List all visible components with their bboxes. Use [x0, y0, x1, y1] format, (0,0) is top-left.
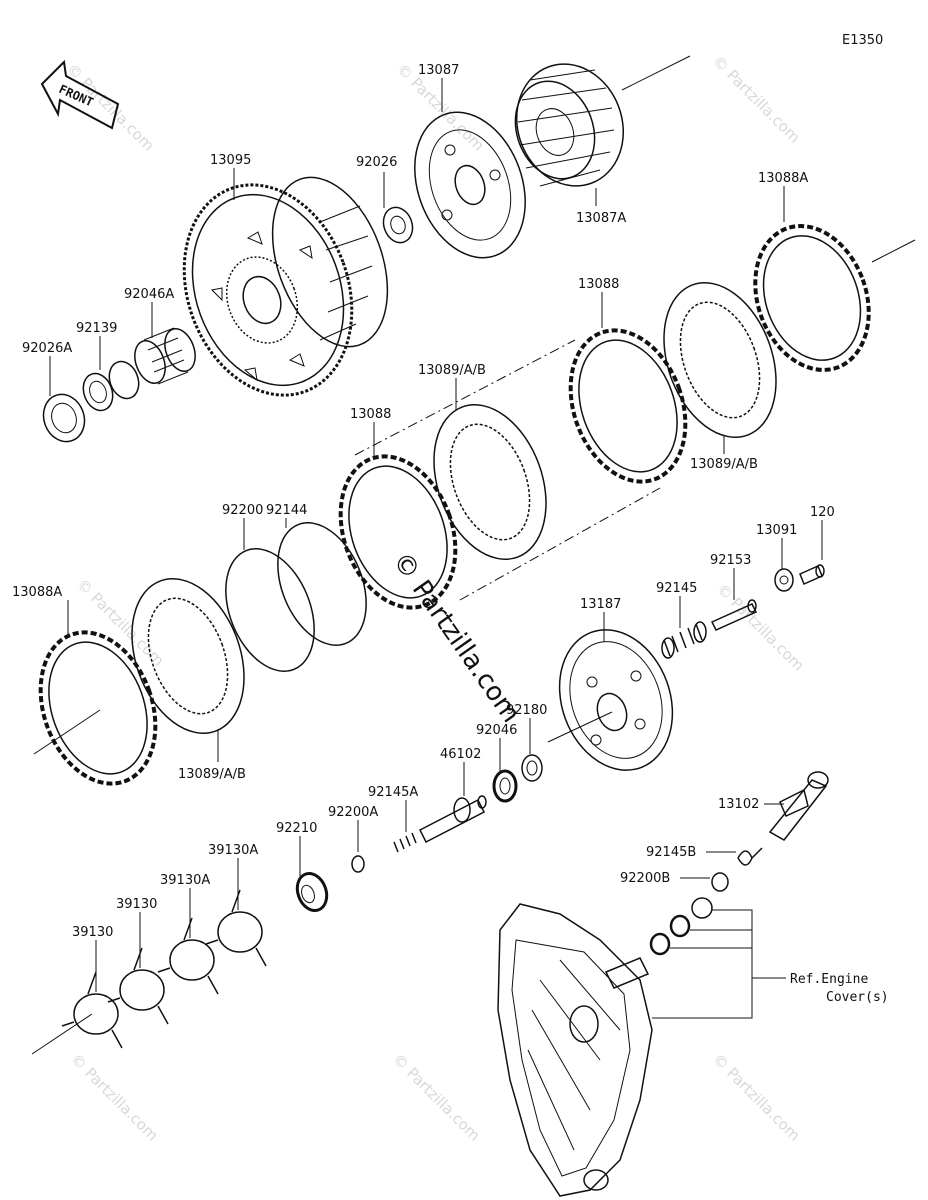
part-39130-spring-plate-2 [61, 971, 123, 1049]
part-120-bolt [799, 564, 825, 586]
label-92144: 92144 [266, 503, 307, 518]
leader-lines [49, 78, 823, 1019]
part-13088A-friction-plate-left [38, 630, 158, 786]
part-39130A-spring-plate-2 [157, 917, 219, 995]
watermark-center: © Partzilla.com [386, 547, 526, 729]
label-92153: 92153 [710, 553, 751, 568]
label-92180: 92180 [506, 703, 547, 718]
label-92200B: 92200B [620, 871, 670, 886]
part-39130-spring-plate-1 [107, 947, 169, 1025]
label-92145: 92145 [656, 581, 697, 596]
part-13088A-friction-plate-top [753, 224, 871, 372]
label-92200A: 92200A [328, 805, 378, 820]
part-92046A-needle-bearing [134, 327, 196, 385]
part-92180-washer [521, 754, 543, 782]
part-13087-plate [414, 111, 526, 259]
part-92145A-spring [393, 832, 417, 853]
label-92145A: 92145A [368, 785, 418, 800]
label-92046A: 92046A [124, 287, 174, 302]
label-120: 120 [810, 505, 835, 520]
label-92145B: 92145B [646, 845, 696, 860]
part-13088-friction-plate-mid [338, 454, 458, 610]
part-92139-collar [82, 360, 140, 412]
label-92026: 92026 [356, 155, 397, 170]
part-13087A-hub [514, 63, 625, 187]
label-46102: 46102 [440, 747, 481, 762]
watermark: © Partzilla.com [73, 575, 168, 670]
part-13102-release-lever [768, 771, 829, 841]
engine-cover [497, 903, 653, 1197]
label-13087A: 13087A [576, 211, 626, 226]
part-13091-washer [774, 568, 794, 592]
label-39130-1: 39130 [116, 897, 157, 912]
ref-engine-cover-note: Ref.Engine Cover(s) [790, 972, 889, 1005]
part-13088-friction-plate-right [568, 328, 688, 484]
part-92210-oil-seal [295, 872, 329, 912]
part-92200A-ring [351, 855, 365, 873]
ref-line-2: Cover(s) [826, 990, 889, 1005]
engine-cover-bearings [649, 897, 713, 956]
ref-line-1: Ref.Engine [790, 972, 868, 987]
watermark: © Partzilla.com [713, 580, 808, 675]
part-92200-ring [225, 548, 315, 672]
part-92046-bearing [492, 769, 518, 803]
label-39130A-1: 39130A [208, 843, 258, 858]
label-92026A: 92026A [22, 341, 72, 356]
watermark: © Partzilla.com [63, 60, 158, 155]
part-13089-steel-plate-mid [433, 403, 547, 561]
label-39130-2: 39130 [72, 925, 113, 940]
part-92200B-ring [711, 872, 729, 892]
diagram-code: E1350 [842, 33, 883, 48]
watermark: © Partzilla.com [709, 1050, 804, 1145]
part-92144-ring [277, 522, 367, 646]
label-13088-mid: 13088 [350, 407, 391, 422]
label-39130A-2: 39130A [160, 873, 210, 888]
part-labels: 13087 13087A 92026 13095 92046A 92139 92… [12, 63, 835, 940]
watermark: © Partzilla.com [67, 1050, 162, 1145]
axis-lines [31, 55, 916, 1055]
label-92046: 92046 [476, 723, 517, 738]
part-92153-pin [710, 599, 758, 631]
label-13089-right: 13089/A/B [690, 457, 758, 472]
part-92145B-spring [737, 847, 763, 866]
part-13089-steel-plate-right [663, 281, 777, 439]
label-13089-mid: 13089/A/B [418, 363, 486, 378]
label-92210: 92210 [276, 821, 317, 836]
part-13095-clutch-housing [182, 176, 389, 397]
part-13187-pressure-plate [558, 629, 674, 771]
watermark: © Partzilla.com [709, 52, 804, 147]
label-13089-left: 13089/A/B [178, 767, 246, 782]
label-13087: 13087 [418, 63, 459, 78]
part-92026-collar [382, 206, 414, 244]
watermark: © Partzilla.com [389, 1050, 484, 1145]
label-92139: 92139 [76, 321, 117, 336]
label-13095: 13095 [210, 153, 251, 168]
label-13102: 13102 [718, 797, 759, 812]
label-13187: 13187 [580, 597, 621, 612]
label-13088A-left: 13088A [12, 585, 62, 600]
label-13091: 13091 [756, 523, 797, 538]
label-92200: 92200 [222, 503, 263, 518]
label-13088A-top: 13088A [758, 171, 808, 186]
part-13089-steel-plate-left [131, 577, 245, 735]
label-13088-right: 13088 [578, 277, 619, 292]
part-39130A-spring-plate-1 [205, 889, 267, 967]
part-92026A-washer [42, 393, 86, 443]
part-92145-spring [661, 621, 707, 659]
part-46102-pushrod [418, 795, 487, 844]
